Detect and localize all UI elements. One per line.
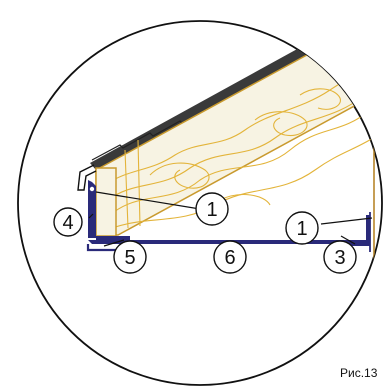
wood-grain bbox=[104, 59, 379, 229]
callout-6-label: 6 bbox=[224, 247, 235, 269]
callout-6: 6 bbox=[213, 240, 247, 274]
fascia-screw bbox=[89, 186, 95, 192]
callout-4: 4 bbox=[53, 207, 83, 237]
drip-edge bbox=[77, 164, 97, 191]
callout-1-left-label: 1 bbox=[206, 199, 217, 221]
left-j-profile bbox=[96, 236, 130, 240]
figure-caption: Рис.13 bbox=[340, 366, 378, 380]
callout-3-label: 3 bbox=[334, 247, 345, 269]
callout-1-right: 1 bbox=[285, 211, 319, 245]
rafter-end-board bbox=[95, 167, 117, 237]
callout-4-label: 4 bbox=[62, 212, 73, 234]
callout-1-left: 1 bbox=[195, 192, 229, 226]
callout-5-label: 5 bbox=[124, 247, 135, 269]
callout-1-right-label: 1 bbox=[296, 218, 307, 240]
fascia-profile bbox=[88, 180, 96, 238]
callout-3: 3 bbox=[323, 240, 357, 274]
callout-5: 5 bbox=[113, 240, 147, 274]
roof-covering bbox=[90, 21, 360, 170]
